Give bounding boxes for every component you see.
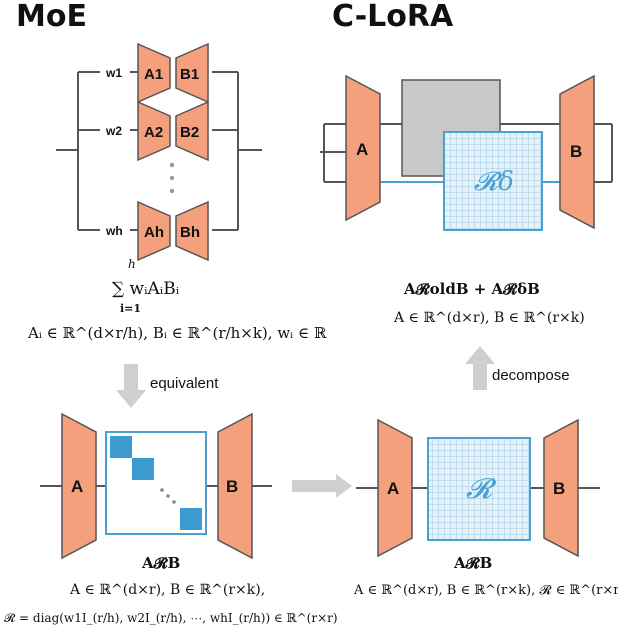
clora-top-panel: A 𝓡δ B A𝓡oldB + A𝓡δB A ∈ ℝ^(d×r), B ∈ ℝ^… [320, 74, 613, 326]
expert-h: wh Ah Bh [100, 200, 209, 262]
br-b-block [543, 418, 579, 558]
clora-title: C-LoRA [332, 0, 454, 34]
top-formula-dims: A ∈ ℝ^(d×r), B ∈ ℝ^(r×k) [393, 310, 585, 326]
expert-h-b-block [175, 200, 209, 262]
top-b-label: B [570, 142, 582, 161]
br-formula-dims: A ∈ ℝ^(d×r), B ∈ ℝ^(r×k), 𝓡 ∈ ℝ^(r×r) [353, 583, 618, 598]
top-a-label: A [356, 140, 368, 159]
transform-arrow [292, 474, 352, 498]
moe-title: MoE [16, 0, 87, 34]
expert-1-a-label: A1 [144, 66, 163, 83]
br-b-label: B [553, 479, 565, 498]
equivalent-arrow: equivalent [116, 364, 219, 408]
bl-formula-dims: A ∈ ℝ^(d×r), B ∈ ℝ^(r×k), [69, 582, 265, 598]
bl-b-block [217, 412, 253, 560]
decompose-label: decompose [492, 367, 570, 384]
experts-ellipsis [169, 162, 175, 194]
expert-1: w1 A1 B1 [100, 42, 209, 104]
moe-dims-formula: Aᵢ ∈ ℝ^(d×r/h), Bᵢ ∈ ℝ^(r/h×k), wᵢ ∈ ℝ [27, 324, 327, 342]
expert-h-a-block [137, 200, 171, 262]
top-formula-main: A𝓡oldB + A𝓡δB [403, 280, 540, 298]
bottom-left-panel: A B A𝓡B A ∈ ℝ^(d×r), B ∈ ℝ^(r×k), 𝓡 = di… [4, 412, 338, 625]
equivalent-label: equivalent [150, 375, 219, 392]
bl-formula-diag: 𝓡 = diag(w1I_(r/h), w2I_(r/h), ⋯, whI_(r… [4, 611, 338, 625]
diag-block-2 [132, 458, 154, 480]
r-delta-label: 𝓡δ [474, 167, 514, 197]
moe-sum-formula: ∑ wᵢAᵢBᵢ [112, 279, 180, 299]
sum-upper-limit: h [128, 257, 136, 271]
expert-2-b-block [175, 100, 209, 162]
r-matrix [427, 437, 531, 541]
top-b-block [559, 74, 595, 230]
bl-a-label: A [71, 477, 83, 496]
bl-formula-main: A𝓡B [141, 554, 180, 572]
expert-2: w2 A2 B2 [100, 100, 209, 162]
expert-2-a-label: A2 [144, 124, 163, 141]
br-a-label: A [387, 479, 399, 498]
expert-h-weight: wh [105, 224, 123, 238]
r-matrix-label: 𝓡 [466, 472, 497, 505]
diag-block-1 [110, 436, 132, 458]
bl-a-block [61, 412, 97, 560]
br-formula-main: A𝓡B [453, 554, 492, 572]
expert-1-a-block [137, 42, 171, 104]
bl-b-label: B [226, 477, 238, 496]
expert-2-weight: w2 [105, 124, 122, 138]
expert-h-a-label: Ah [144, 224, 164, 241]
top-a-block [345, 74, 381, 222]
expert-2-b-label: B2 [180, 124, 199, 141]
expert-1-b-label: B1 [180, 66, 199, 83]
expert-h-b-label: Bh [180, 224, 200, 241]
expert-1-weight: w1 [105, 66, 122, 80]
decompose-arrow: decompose [465, 346, 570, 390]
r-delta-matrix [443, 131, 543, 231]
diag-block-h [180, 508, 202, 530]
br-a-block [377, 418, 413, 558]
expert-2-a-block [137, 100, 171, 162]
moe-panel: w1 A1 B1 w2 A2 B2 wh Ah Bh [27, 42, 327, 342]
bottom-right-panel: A 𝓡 B A𝓡B A ∈ ℝ^(d×r), B ∈ ℝ^(r×k), 𝓡 ∈ … [353, 418, 618, 598]
sum-lower-limit: i=1 [120, 302, 141, 315]
